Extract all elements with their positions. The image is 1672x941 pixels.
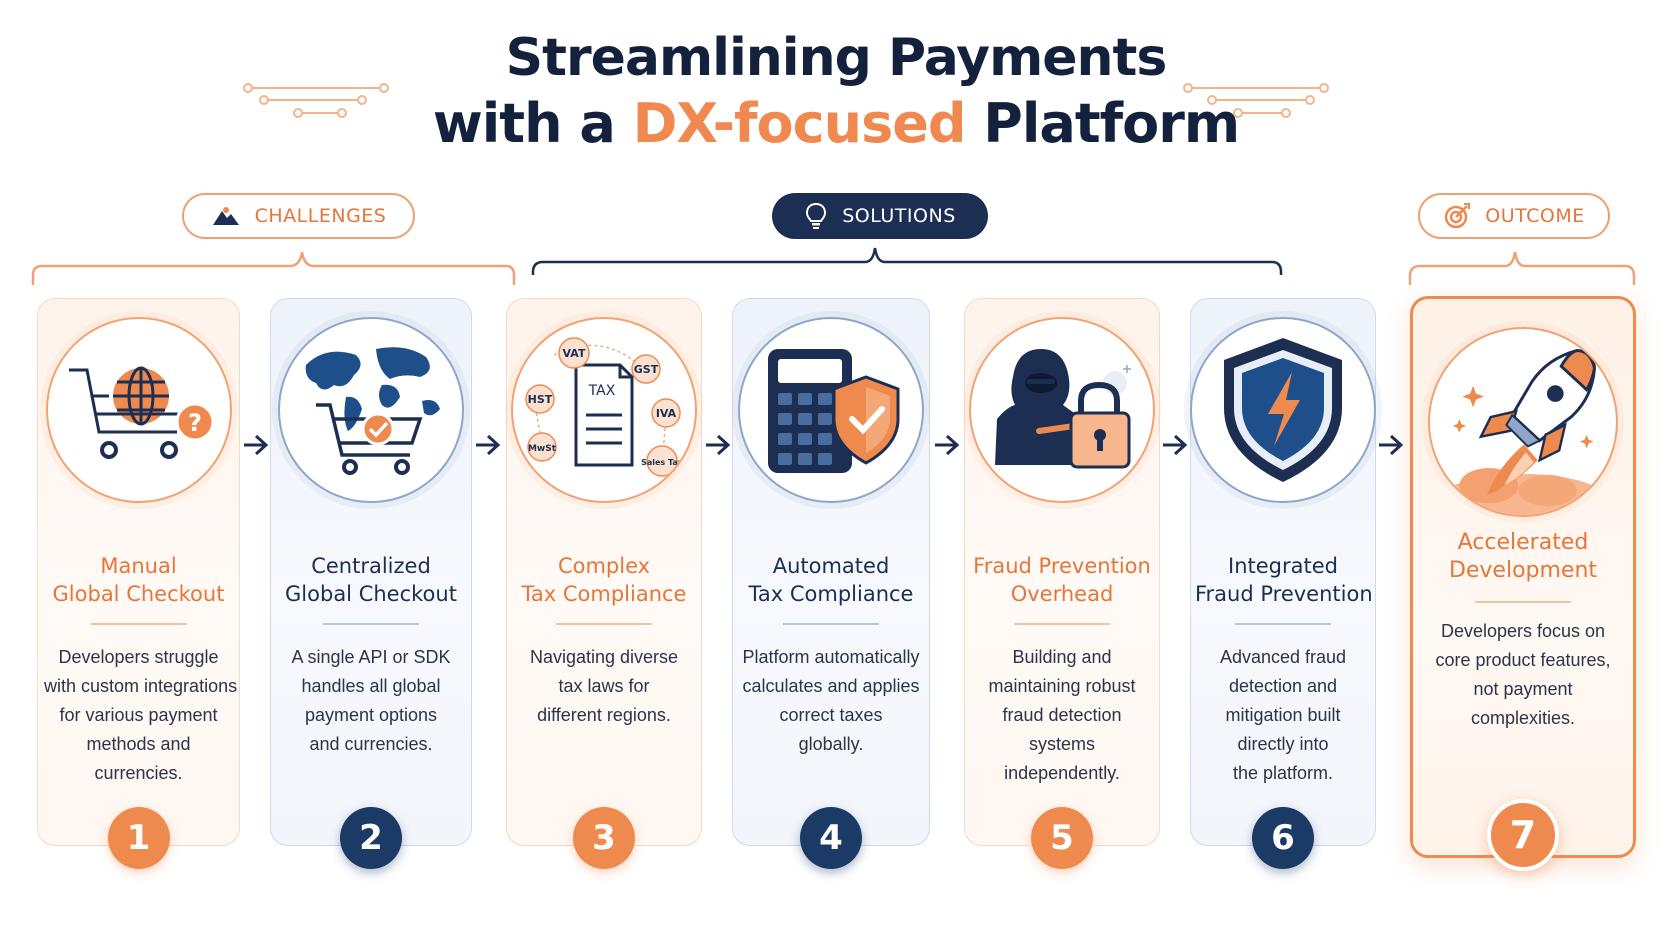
arrow-right-icon (935, 434, 960, 456)
tax-document-icon: TAX VAT GST HST IVA MwSt Sales Tax (525, 337, 684, 477)
rocket-icon (1434, 349, 1612, 515)
step-number-badge: 1 (107, 807, 170, 869)
step-icon-circle (738, 317, 924, 503)
divider (1235, 623, 1331, 625)
outcome-pill: OUTCOME (1418, 193, 1610, 239)
step-number-badge: 7 (1487, 799, 1559, 871)
divider (90, 623, 187, 625)
title-line-2: with a DX-focused Platform (432, 92, 1240, 155)
step-icon-circle (1428, 327, 1618, 517)
step-number-badge: 6 (1252, 807, 1314, 869)
arrow-right-icon (476, 434, 501, 456)
svg-text:IVA: IVA (656, 407, 677, 420)
step-icon-circle: ? (45, 317, 232, 503)
divider (783, 623, 879, 625)
step-icon-circle (969, 317, 1155, 503)
svg-text:?: ? (188, 409, 202, 437)
step-icon-circle (1190, 317, 1376, 503)
arrow-right-icon (706, 434, 731, 456)
svg-text:MwSt: MwSt (528, 444, 557, 454)
svg-text:Sales Tax: Sales Tax (641, 458, 684, 467)
step-number-badge: 2 (340, 807, 402, 869)
target-icon (1445, 203, 1471, 229)
title-highlight: DX-focused (632, 92, 967, 155)
lightbulb-icon (806, 202, 827, 229)
svg-text:GST: GST (634, 363, 659, 376)
step-number-badge: 5 (1031, 807, 1093, 869)
svg-text:HST: HST (528, 393, 553, 406)
step-number-badge: 4 (800, 807, 862, 869)
arrow-right-icon (244, 434, 269, 456)
divider (1475, 601, 1571, 603)
divider (323, 623, 419, 625)
step-icon-circle (278, 317, 464, 503)
divider (556, 623, 652, 625)
svg-text:TAX: TAX (588, 383, 616, 399)
title-line-1: Streamlining Payments (505, 28, 1168, 88)
shopping-cart-globe-question-icon: ? (68, 366, 214, 459)
arrow-right-icon (1163, 434, 1188, 456)
step-icon-circle: TAX VAT GST HST IVA MwSt Sales Tax (511, 317, 697, 503)
category-braces (31, 247, 1636, 285)
mountain-icon (212, 207, 239, 225)
challenges-pill: CHALLENGES (182, 193, 415, 239)
divider (1014, 623, 1110, 625)
arrow-right-icon (1379, 434, 1404, 456)
step-card-3: TAX VAT GST HST IVA MwSt Sales Tax Compl… (506, 298, 702, 869)
solutions-pill: SOLUTIONS (772, 193, 988, 239)
circuit-decoration-left (243, 83, 389, 118)
svg-text:VAT: VAT (563, 347, 586, 360)
circuit-decoration-right (1183, 83, 1329, 118)
world-map-cart-check-icon (305, 347, 440, 475)
hacker-padlock-icon (995, 349, 1131, 469)
calculator-shield-icon (768, 349, 900, 473)
shield-lightning-icon (1224, 338, 1342, 482)
step-number-badge: 3 (573, 807, 635, 869)
